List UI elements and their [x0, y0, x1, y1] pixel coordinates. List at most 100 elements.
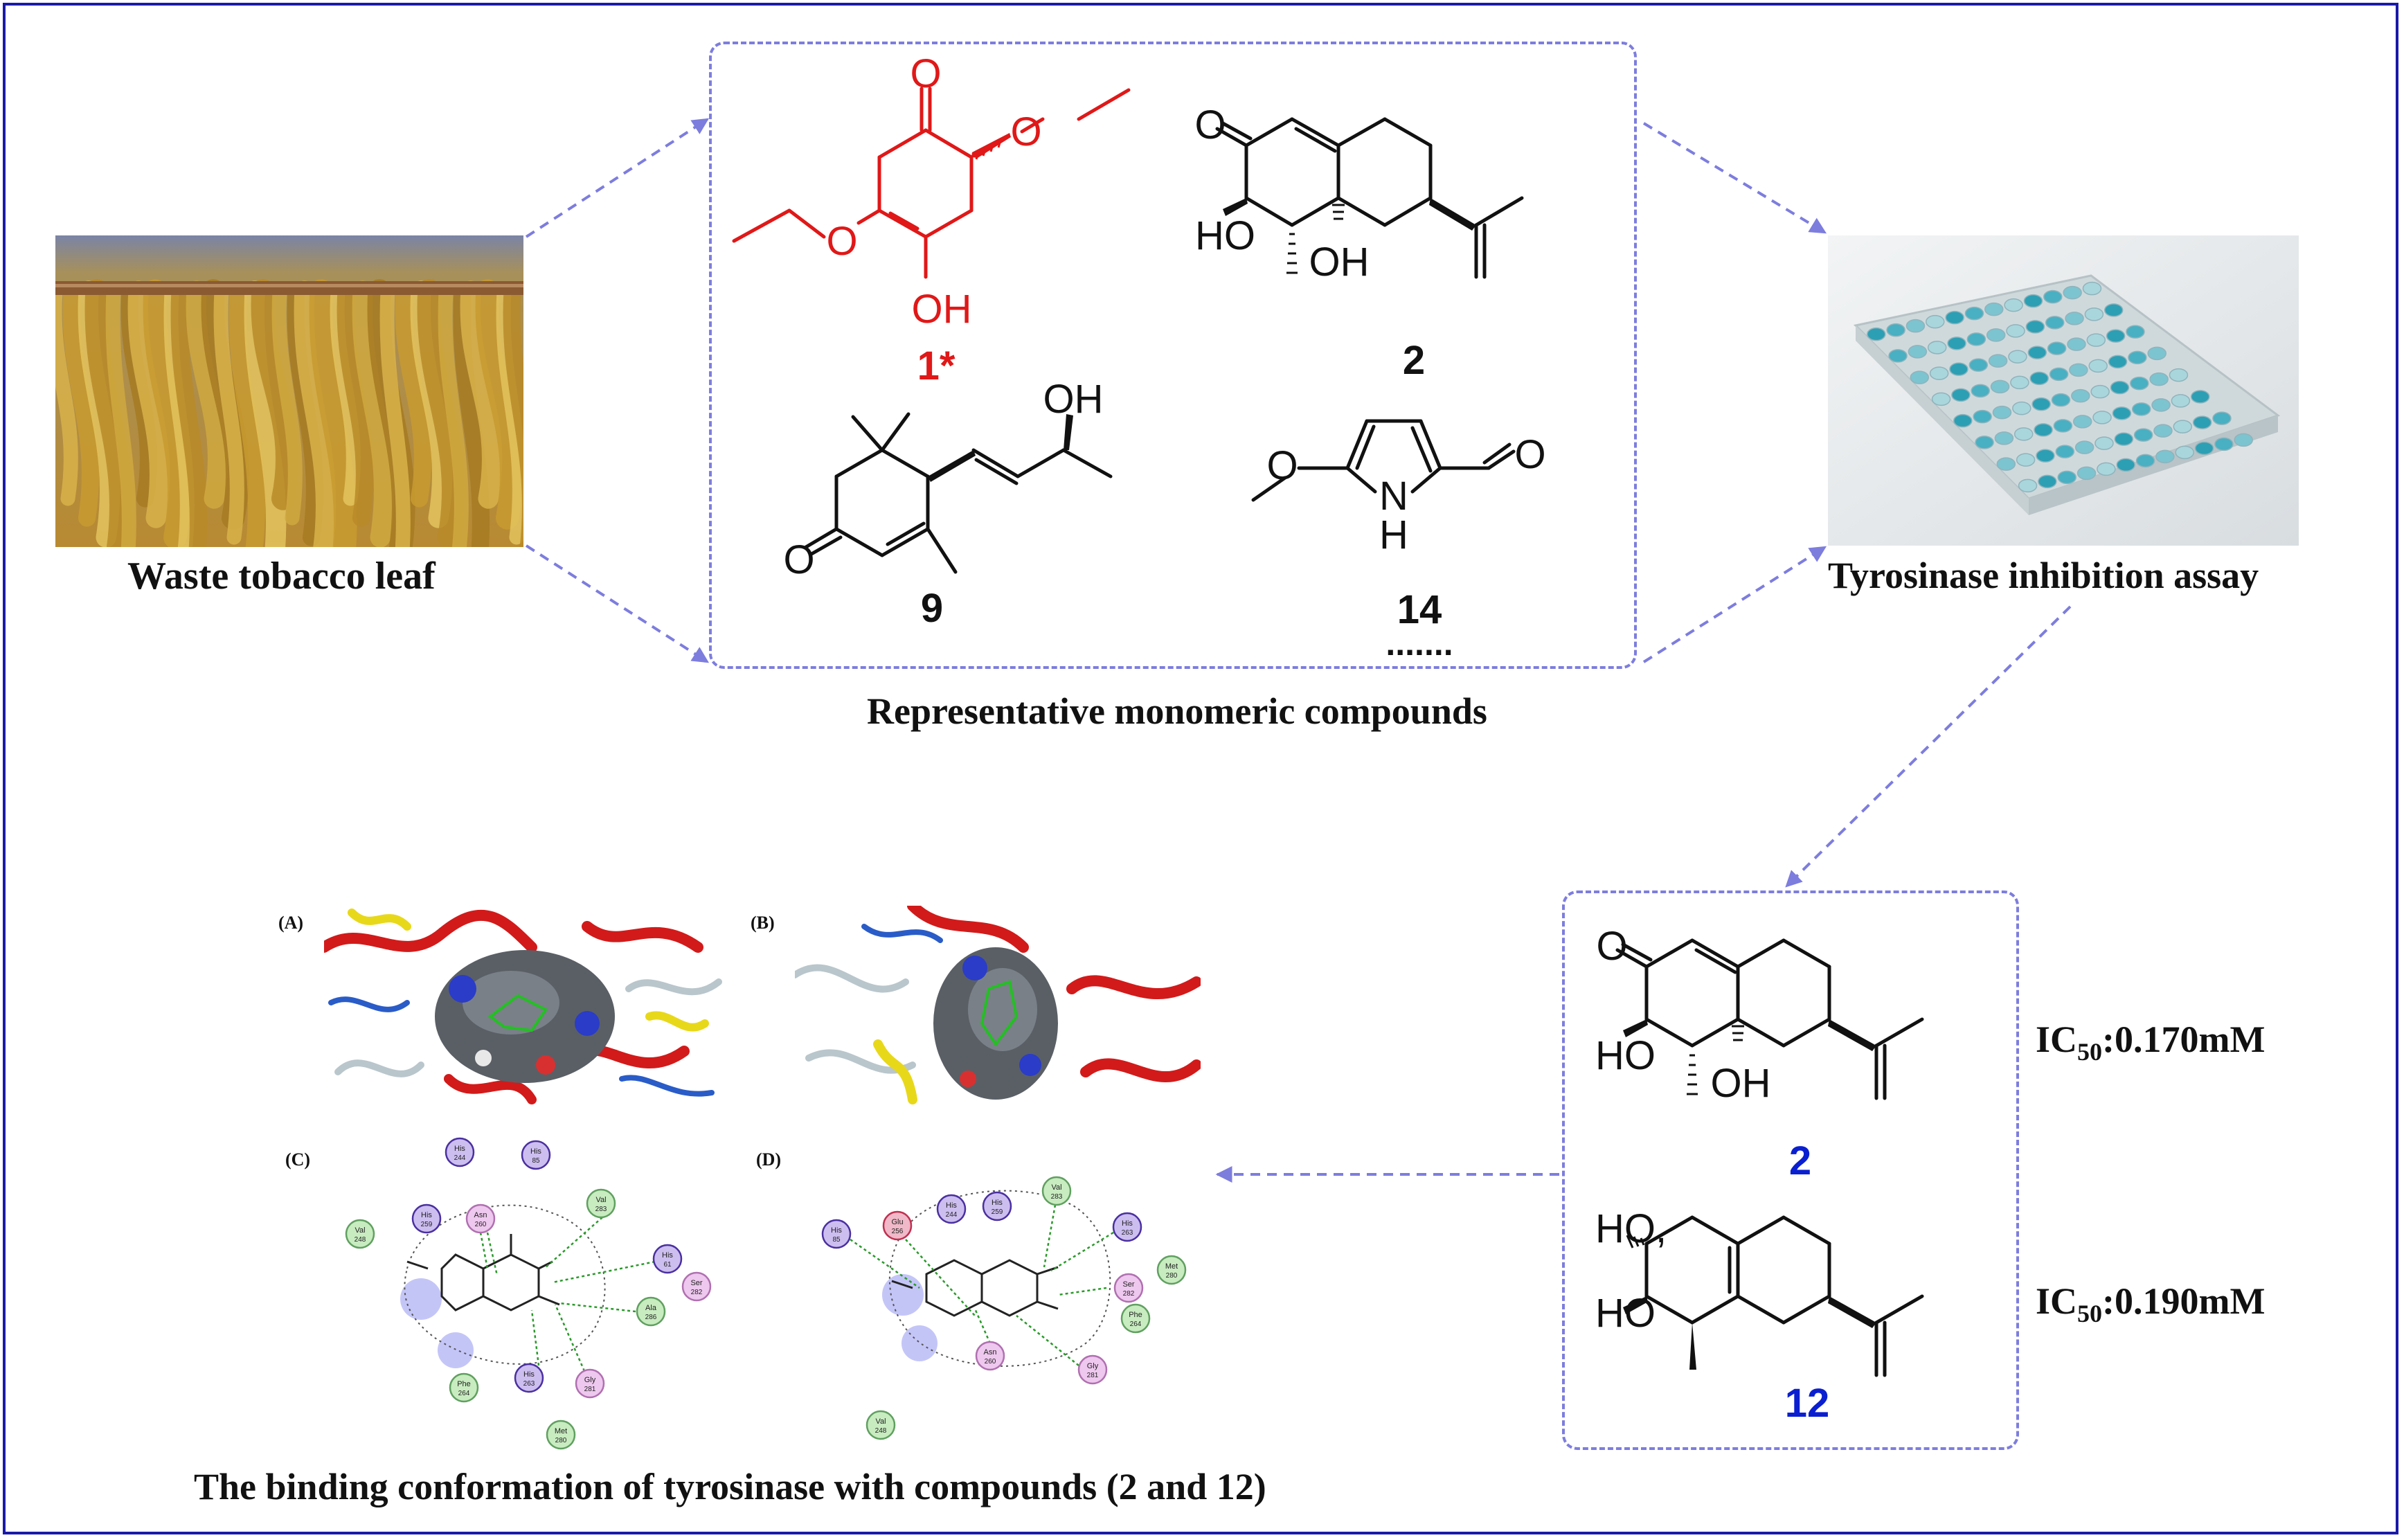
tobacco-leaf [84, 279, 133, 547]
plate-well [1966, 332, 1986, 346]
plate-well [2173, 420, 2193, 433]
plate-well [2155, 449, 2175, 464]
plate-well [2049, 367, 2069, 382]
plate-well [1931, 392, 1951, 406]
plate-well [2043, 289, 2063, 304]
svg-text:HO: HO [1595, 1033, 1656, 1078]
hit-compounds-box [1562, 890, 2019, 1450]
residue-ser-282: Ser 282 [681, 1271, 712, 1302]
svg-text:His: His [946, 1201, 957, 1210]
ic50-subscript: 50 [2077, 1299, 2103, 1327]
plate-well [2004, 298, 2023, 312]
tobacco-leaf [228, 282, 266, 547]
svg-text:282: 282 [691, 1289, 703, 1296]
svg-text:HO: HO [1595, 1291, 1656, 1336]
leaf-caption: Waste tobacco leaf [127, 555, 436, 598]
plate-well [2106, 329, 2126, 343]
tobacco-leaf [170, 282, 208, 547]
plate-well [2027, 346, 2047, 359]
svg-text:Asn: Asn [984, 1348, 997, 1357]
plate-well [1929, 366, 1949, 380]
svg-text:248: 248 [355, 1236, 366, 1244]
svg-text:281: 281 [1087, 1372, 1099, 1379]
plate-well [2053, 419, 2073, 433]
svg-text:283: 283 [595, 1206, 607, 1213]
svg-text:Val: Val [1051, 1183, 1061, 1192]
tobacco-leaf [475, 279, 523, 530]
ic50-compound-12: IC50:0.190mM [2036, 1280, 2265, 1328]
representative-caption: Representative monomeric compounds [867, 690, 1487, 732]
plate-well [1926, 314, 1945, 329]
plate-well [2212, 411, 2232, 425]
tobacco-leaf [309, 279, 357, 547]
svg-text:OH: OH [1711, 1061, 1771, 1106]
svg-text:O: O [826, 219, 857, 264]
svg-text:HO: HO [1195, 213, 1255, 258]
microplate-photo [1828, 235, 2299, 546]
plate-well [1964, 306, 1984, 321]
plate-well [1994, 431, 2014, 445]
tobacco-leaf [251, 279, 299, 510]
ic50-subscript: 50 [2077, 1037, 2103, 1066]
svg-text:His: His [1122, 1219, 1133, 1228]
tobacco-leaf [395, 282, 432, 508]
compound-2-label: 2 [1403, 338, 1425, 383]
interaction-2d-panel-c: His244His85His259Asn260Val283Val248His61… [345, 1137, 712, 1450]
ic50-compound-2: IC50:0.170mM [2036, 1018, 2265, 1066]
plate-well [1973, 409, 1992, 424]
plate-well [1947, 337, 1966, 350]
docking-3d-panel-b [795, 906, 1201, 1112]
plate-well [2114, 432, 2134, 446]
svg-text:264: 264 [1130, 1320, 1142, 1328]
compound-1-structure: O O O OH 1* [732, 51, 1131, 388]
svg-text:O: O [910, 51, 941, 96]
hit-compound-12-label: 12 [1785, 1381, 1830, 1426]
svg-text:His: His [523, 1370, 535, 1379]
tobacco-leaf [503, 282, 523, 547]
svg-text:OH: OH [1043, 378, 1104, 422]
ic50-value-12: :0.190mM [2102, 1280, 2266, 1322]
plate-well [1986, 328, 2006, 342]
svg-text:283: 283 [1051, 1193, 1063, 1201]
arrow-leaf-to-compounds-top [525, 118, 710, 238]
plate-well [2175, 445, 2194, 460]
svg-text:Phe: Phe [457, 1380, 471, 1388]
plate-well [1990, 379, 2010, 394]
compound-9-structure: O OH 9 [783, 378, 1113, 631]
plate-well [2133, 428, 2153, 442]
plate-well [2192, 415, 2212, 429]
svg-text:85: 85 [532, 1157, 540, 1165]
svg-text:260: 260 [985, 1358, 996, 1366]
svg-text:282: 282 [1123, 1290, 1135, 1298]
plate-well [2153, 424, 2173, 438]
residue-gly-281: Gly 281 [1077, 1354, 1108, 1385]
plate-well [2013, 427, 2034, 441]
residue-ala-286: Ala 286 [636, 1296, 666, 1327]
panel-d-label: (D) [756, 1149, 782, 1170]
svg-text:Gly: Gly [1087, 1362, 1099, 1370]
plate-well [2128, 350, 2147, 365]
plate-well [2131, 402, 2151, 416]
svg-text:Ser: Ser [690, 1279, 702, 1287]
ic50-prefix: IC [2036, 1019, 2078, 1060]
svg-text:259: 259 [421, 1221, 433, 1228]
arrow-leaf-to-compounds-bottom [525, 544, 710, 663]
svg-text:286: 286 [645, 1314, 657, 1321]
svg-text:Ala: Ala [645, 1304, 657, 1312]
plate-well [2069, 363, 2088, 377]
tobacco-leaf [105, 283, 136, 547]
compound-14-structure: O O N H 14 ....... [1251, 419, 1546, 663]
plate-well [2214, 437, 2234, 451]
tobacco-leaf [186, 280, 228, 509]
plate-well [1968, 358, 1989, 372]
representative-compounds-box [709, 42, 1637, 669]
hit-compound-2-structure: O HO OH 2 [1595, 924, 1924, 1183]
